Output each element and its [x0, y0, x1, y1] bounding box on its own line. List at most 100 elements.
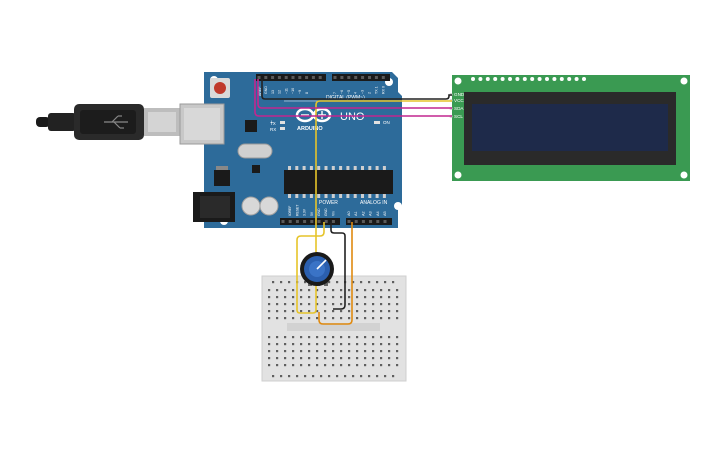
header-hole[interactable] [318, 76, 322, 79]
header-hole[interactable] [376, 220, 380, 223]
breadboard-hole[interactable] [388, 296, 391, 299]
breadboard-hole[interactable] [348, 350, 351, 353]
breadboard-hole[interactable] [316, 289, 319, 292]
breadboard-hole[interactable] [316, 364, 319, 367]
breadboard-hole[interactable] [372, 296, 375, 299]
breadboard-hole[interactable] [332, 310, 335, 313]
header-hole[interactable] [331, 220, 335, 223]
breadboard-hole[interactable] [340, 343, 343, 346]
breadboard-hole[interactable] [336, 281, 339, 284]
breadboard-hole[interactable] [340, 357, 343, 360]
breadboard-hole[interactable] [364, 296, 367, 299]
usb-cable[interactable] [36, 104, 180, 140]
header-hole[interactable] [368, 76, 371, 79]
breadboard-hole[interactable] [300, 336, 303, 339]
breadboard-hole[interactable] [372, 357, 375, 360]
breadboard-hole[interactable] [340, 310, 343, 313]
breadboard-hole[interactable] [380, 289, 383, 292]
breadboard-hole[interactable] [276, 357, 279, 360]
breadboard-hole[interactable] [280, 375, 283, 378]
breadboard-hole[interactable] [380, 364, 383, 367]
breadboard-hole[interactable] [364, 357, 367, 360]
breadboard-hole[interactable] [388, 350, 391, 353]
breadboard-hole[interactable] [344, 375, 347, 378]
breadboard-hole[interactable] [376, 281, 379, 284]
breadboard-hole[interactable] [332, 364, 335, 367]
breadboard-hole[interactable] [276, 310, 279, 313]
reset-button[interactable] [214, 82, 226, 94]
breadboard-hole[interactable] [332, 317, 335, 320]
breadboard-hole[interactable] [268, 289, 271, 292]
breadboard-hole[interactable] [272, 375, 275, 378]
breadboard-hole[interactable] [348, 343, 351, 346]
breadboard-hole[interactable] [348, 296, 351, 299]
breadboard-hole[interactable] [268, 310, 271, 313]
header-hole[interactable] [381, 76, 385, 79]
breadboard-hole[interactable] [312, 375, 315, 378]
header-hole[interactable] [324, 220, 328, 223]
breadboard-hole[interactable] [356, 296, 359, 299]
breadboard-hole[interactable] [392, 375, 395, 378]
breadboard-hole[interactable] [324, 317, 327, 320]
breadboard-hole[interactable] [276, 289, 279, 292]
breadboard-hole[interactable] [360, 281, 363, 284]
breadboard-hole[interactable] [308, 343, 311, 346]
breadboard-hole[interactable] [316, 303, 319, 306]
breadboard-hole[interactable] [380, 343, 383, 346]
breadboard-hole[interactable] [308, 310, 311, 313]
breadboard-hole[interactable] [372, 317, 375, 320]
header-hole[interactable] [281, 220, 285, 223]
breadboard-hole[interactable] [280, 281, 283, 284]
breadboard-hole[interactable] [388, 364, 391, 367]
breadboard-hole[interactable] [316, 310, 319, 313]
breadboard-hole[interactable] [356, 317, 359, 320]
breadboard-hole[interactable] [384, 281, 387, 284]
breadboard-hole[interactable] [372, 289, 375, 292]
breadboard-hole[interactable] [348, 310, 351, 313]
breadboard-hole[interactable] [388, 317, 391, 320]
header-hole[interactable] [277, 76, 281, 79]
breadboard-hole[interactable] [364, 350, 367, 353]
breadboard-hole[interactable] [316, 296, 319, 299]
breadboard-hole[interactable] [316, 343, 319, 346]
breadboard-hole[interactable] [324, 343, 327, 346]
breadboard-hole[interactable] [364, 364, 367, 367]
header-hole[interactable] [311, 76, 315, 79]
breadboard-hole[interactable] [284, 303, 287, 306]
breadboard-hole[interactable] [388, 303, 391, 306]
wire-scl-to-lcd[interactable] [254, 79, 452, 117]
header-hole[interactable] [288, 220, 292, 223]
breadboard-hole[interactable] [276, 296, 279, 299]
breadboard-hole[interactable] [396, 350, 399, 353]
breadboard-hole[interactable] [372, 364, 375, 367]
breadboard-hole[interactable] [300, 310, 303, 313]
breadboard-hole[interactable] [332, 336, 335, 339]
header-hole[interactable] [340, 76, 344, 79]
breadboard-hole[interactable] [300, 364, 303, 367]
breadboard-hole[interactable] [324, 289, 327, 292]
header-hole[interactable] [303, 220, 307, 223]
breadboard-hole[interactable] [356, 289, 359, 292]
breadboard-hole[interactable] [332, 357, 335, 360]
breadboard-hole[interactable] [328, 375, 331, 378]
breadboard-hole[interactable] [356, 303, 359, 306]
breadboard-hole[interactable] [364, 303, 367, 306]
wire-gnd-to-lcd[interactable] [261, 79, 452, 100]
breadboard-hole[interactable] [292, 289, 295, 292]
header-hole[interactable] [354, 76, 358, 79]
breadboard-hole[interactable] [308, 364, 311, 367]
breadboard-hole[interactable] [364, 310, 367, 313]
breadboard-hole[interactable] [308, 336, 311, 339]
breadboard-hole[interactable] [328, 281, 331, 284]
mini-breadboard[interactable] [261, 275, 407, 382]
breadboard-hole[interactable] [316, 336, 319, 339]
breadboard-hole[interactable] [356, 364, 359, 367]
breadboard-hole[interactable] [276, 343, 279, 346]
breadboard-hole[interactable] [340, 336, 343, 339]
breadboard-hole[interactable] [300, 357, 303, 360]
breadboard-hole[interactable] [324, 350, 327, 353]
breadboard-hole[interactable] [292, 343, 295, 346]
breadboard-hole[interactable] [324, 336, 327, 339]
breadboard-hole[interactable] [380, 303, 383, 306]
breadboard-hole[interactable] [300, 343, 303, 346]
